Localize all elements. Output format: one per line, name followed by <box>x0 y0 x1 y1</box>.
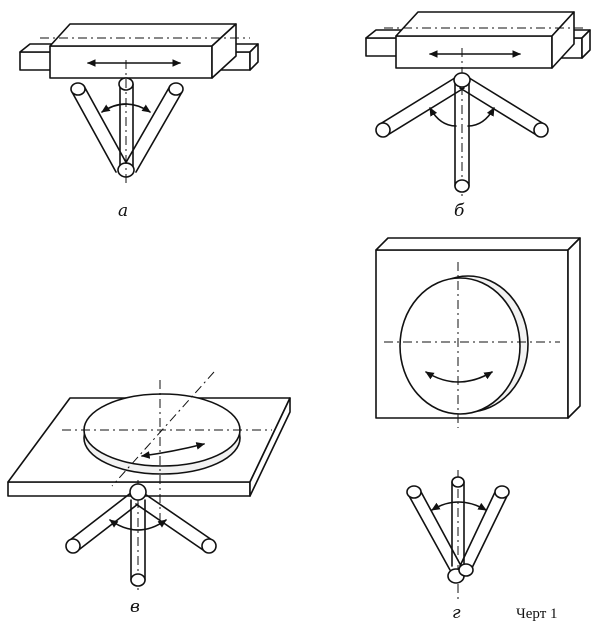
label-a: а <box>118 201 128 221</box>
figure-g: г <box>375 237 581 623</box>
label-b: б <box>454 201 465 221</box>
label-g: г <box>452 603 461 623</box>
probe-splay <box>375 48 549 196</box>
vertical-block <box>375 237 581 428</box>
figure-a: а <box>19 23 259 221</box>
probe-v <box>70 60 184 186</box>
probe-splay <box>65 480 217 592</box>
label-v: в <box>130 597 140 617</box>
table-block <box>384 11 586 69</box>
figure-b: б <box>365 11 591 221</box>
drawing-caption: Черт 1 <box>516 606 558 622</box>
table-block <box>40 23 250 79</box>
rotary-disc <box>62 371 272 520</box>
figure-v: в <box>7 371 291 617</box>
probe-v <box>406 470 510 600</box>
